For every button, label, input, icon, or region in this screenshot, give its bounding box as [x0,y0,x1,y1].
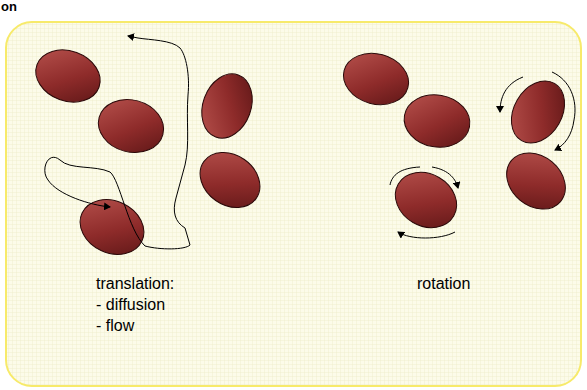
motion-label: rotation [417,275,470,293]
motion-item: - diffusion [96,296,165,314]
title-fragment: on [1,0,17,15]
motion-label: translation: [96,275,174,293]
motion-item: - flow [96,317,134,335]
